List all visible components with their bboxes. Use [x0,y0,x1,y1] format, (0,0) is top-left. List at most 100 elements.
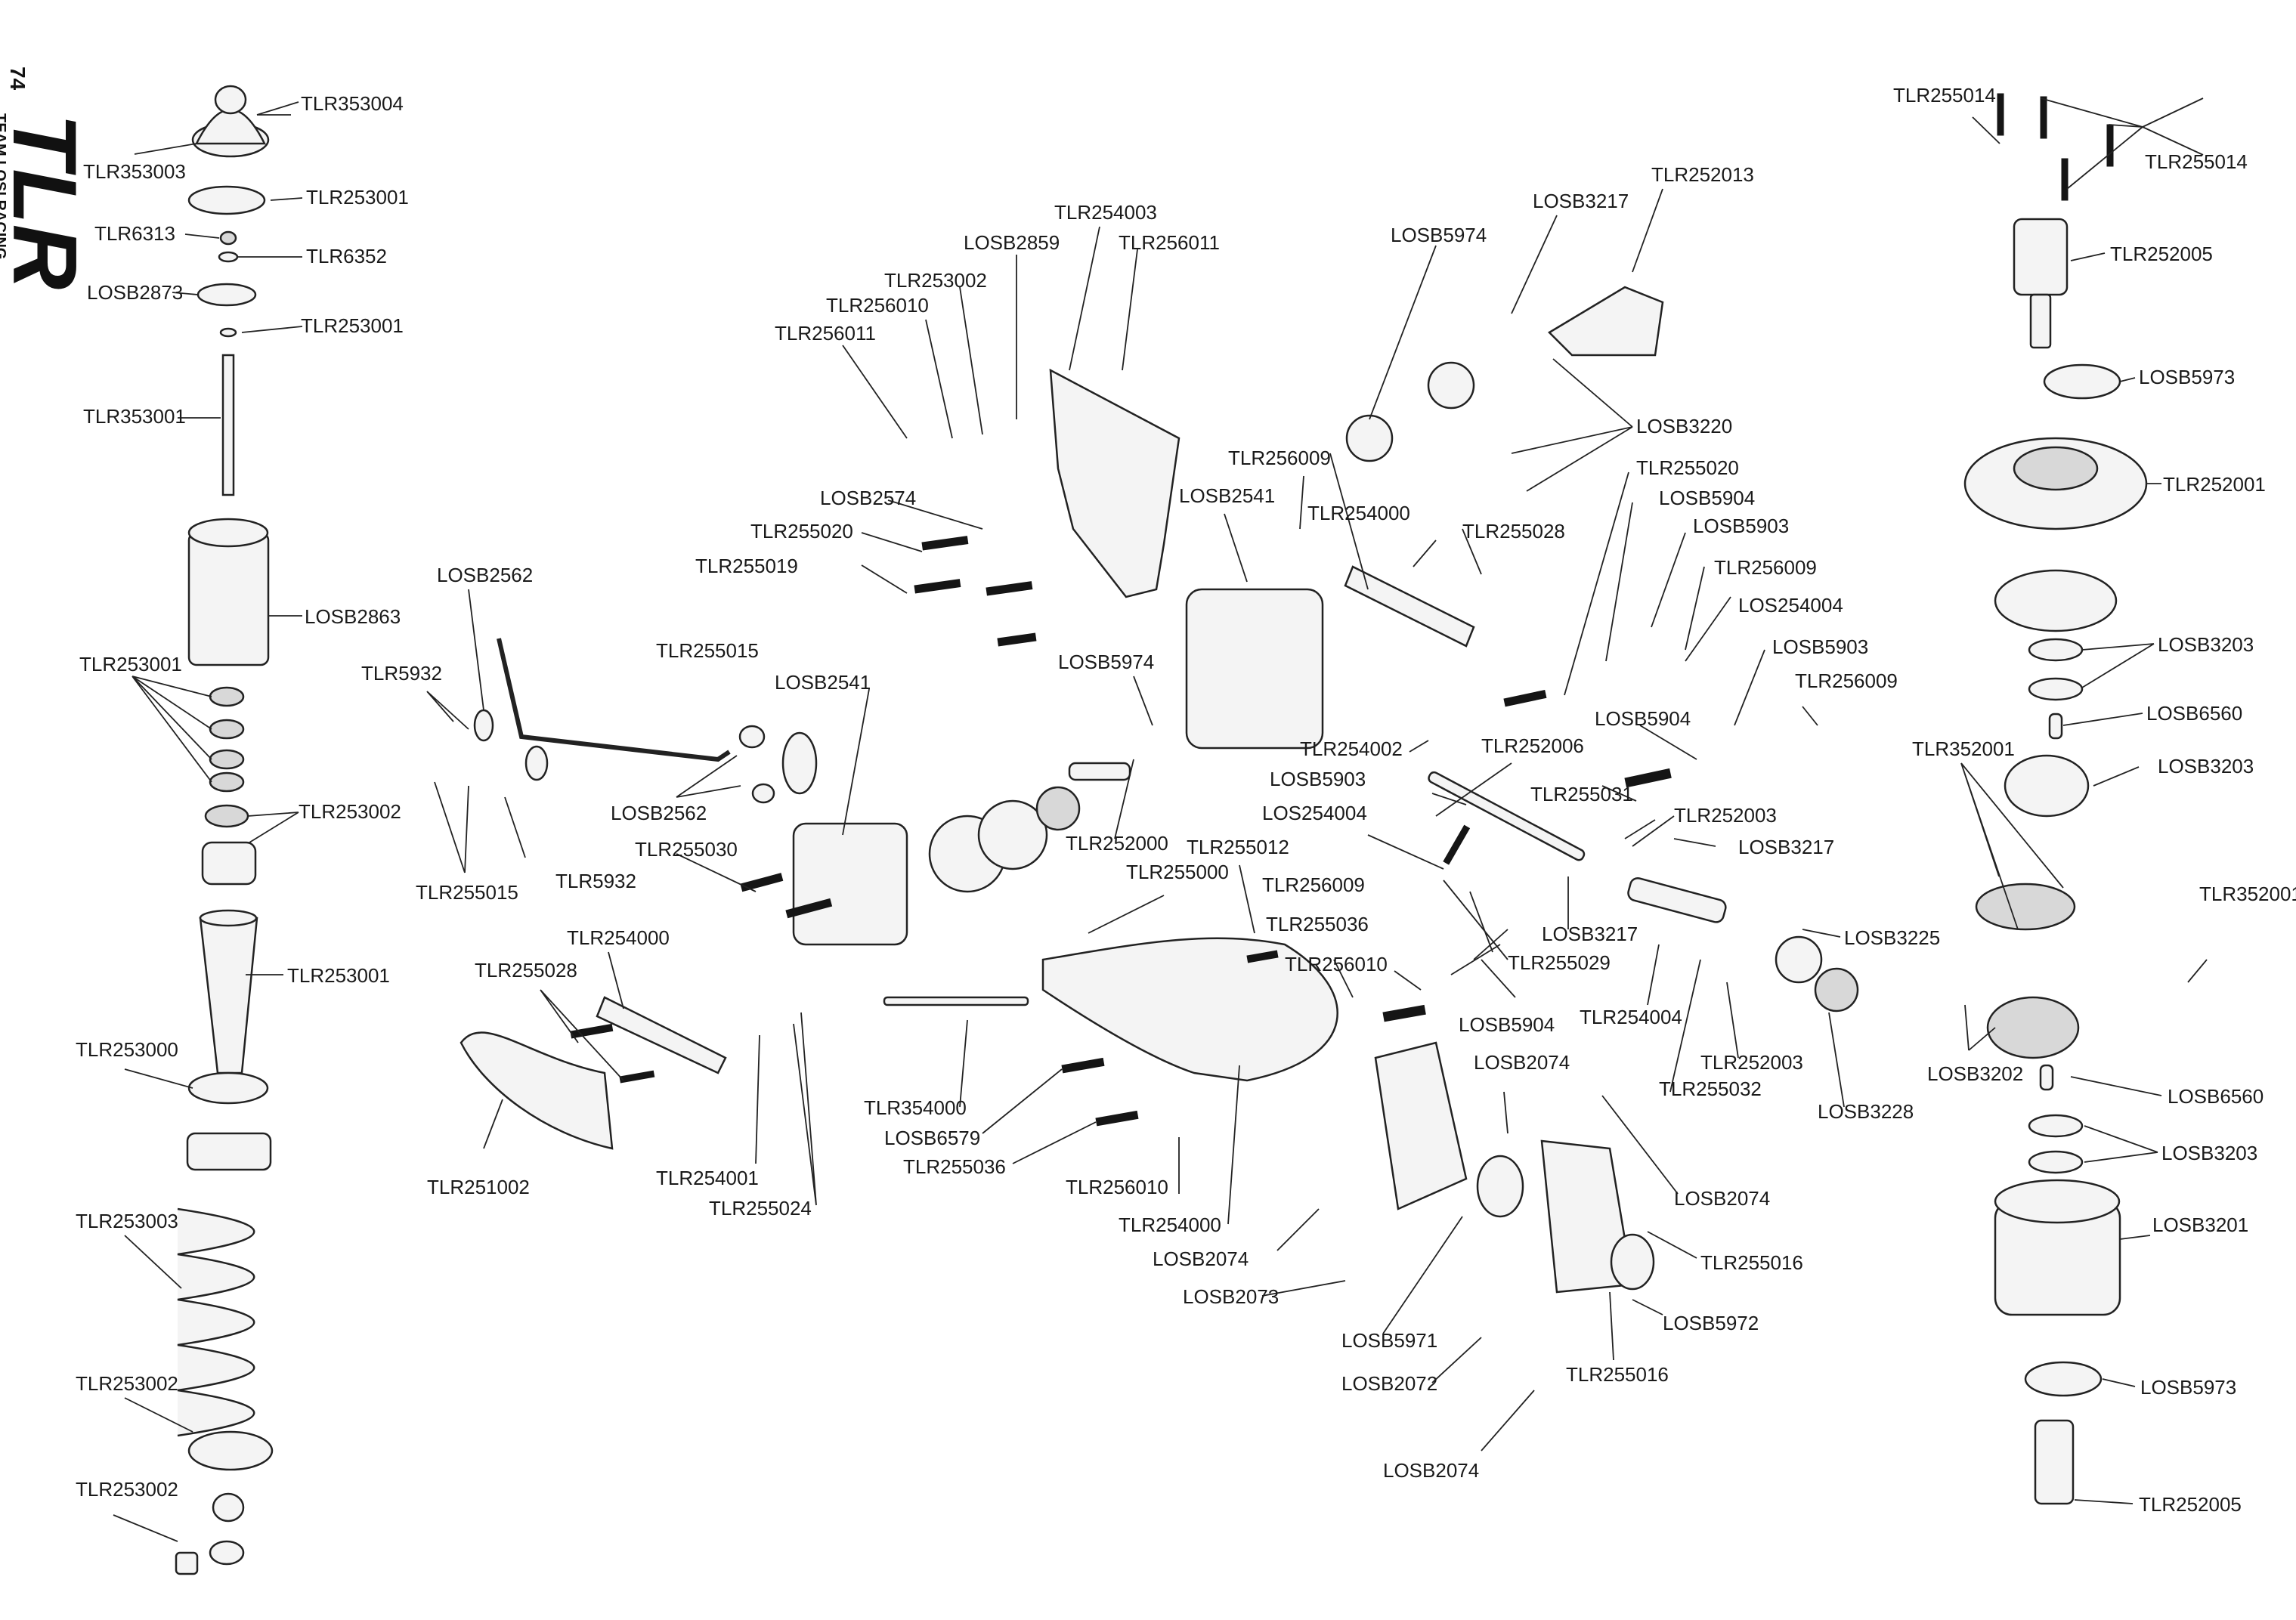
callout-label: TLR352001 [2199,883,2296,905]
callout-label: TLR256011 [1119,231,1220,254]
callout-label: TLR255016 [1566,1363,1669,1386]
callout-label: LOSB6579 [884,1127,980,1149]
sway-bar [473,638,818,804]
callout-label: LOSB2873 [87,281,183,304]
callout-label: LOSB2863 [305,605,401,628]
callout-label: TLR252006 [1481,734,1584,757]
callout-label: LOSB3202 [1927,1062,2023,1085]
callout-label: LOSB5974 [1391,224,1487,246]
camber-link [596,996,727,1074]
shock-washers [204,686,249,828]
callout-label: LOS254004 [1262,802,1367,824]
driveshaft [1547,286,1664,357]
callout-label: TLR253001 [79,653,182,676]
callout-label: LOSB3228 [1818,1100,1914,1123]
callout-label: TLR5932 [361,662,442,685]
callout-label: TLR6313 [94,222,175,245]
callout-label: LOSB5903 [1772,635,1868,658]
center-diff [1963,218,2148,1505]
callout-label: TLR253001 [301,314,404,337]
hinge-pin [883,996,1029,1006]
callout-label: TLR255031 [1530,783,1633,805]
callout-label: LOSB5974 [1058,651,1154,673]
callout-label: TLR256009 [1714,556,1817,579]
callout-label: TLR253001 [306,186,409,209]
front-bulkhead [1185,588,1324,750]
callout-label: TLR354000 [864,1096,967,1119]
callout-label: TLR255015 [656,639,759,662]
callout-label: LOSB5904 [1459,1013,1555,1036]
callout-label: TLR255014 [1893,84,1996,107]
callout-label: TLR253002 [299,800,401,823]
callout-label: TLR352001 [1912,737,2015,760]
callout-label: LOSB5904 [1659,487,1755,509]
callout-label: TLR256009 [1228,447,1331,469]
upper-link [1344,565,1475,648]
logo-wordmark: TLR [0,113,95,289]
callout-label: LOSB5973 [2139,366,2235,388]
callout-label: TLR255030 [635,838,738,861]
callout-label: TLR255012 [1187,836,1289,858]
callout-label: LOSB3203 [2158,755,2254,778]
callout-label: TLR254000 [1119,1213,1221,1236]
callout-labels: TLR353004 TLR353003 TLR253001 TLR6313 TL… [76,84,2296,1516]
callout-label: TLR254003 [1054,201,1157,224]
callout-label: TLR255016 [1700,1251,1803,1274]
callout-label: TLR353001 [83,405,186,428]
callout-label: TLR5932 [555,870,636,892]
callout-label: TLR253000 [76,1038,178,1061]
callout-label: TLR255015 [416,881,518,904]
callout-label: TLR252001 [2163,473,2266,496]
callout-label: LOSB2562 [611,802,707,824]
callout-label: LOSB2074 [1674,1187,1770,1210]
callout-label: LOSB3220 [1636,415,1732,437]
callout-label: LOS254004 [1738,594,1843,617]
shock-tower [1049,368,1180,598]
callout-label: LOSB3217 [1533,190,1629,212]
shock-assembly [175,85,274,1575]
callout-label: LOSB3203 [2158,633,2254,656]
callout-label: TLR256011 [775,322,876,345]
callout-label: LOSB3217 [1738,836,1834,858]
callout-label: TLR255020 [750,520,853,543]
callout-label: LOSB6560 [2146,702,2242,725]
callout-label: LOSB5973 [2140,1376,2236,1399]
callout-label: LOSB3225 [1844,926,1940,949]
callout-label: LOSB2074 [1474,1051,1570,1074]
callout-label: TLR255036 [1266,913,1369,935]
callout-label: LOSB2073 [1183,1285,1279,1308]
callout-label: TLR255032 [1659,1077,1762,1100]
callout-label: TLR254004 [1580,1006,1682,1028]
callout-label: TLR252005 [2139,1493,2242,1516]
callout-label: TLR255029 [1508,951,1611,974]
logo-tagline: TEAM LOSI RACING [0,113,8,259]
callout-label: TLR252013 [1651,163,1754,186]
callout-label: TLR256010 [826,294,929,317]
callout-label: TLR353004 [301,92,404,115]
callout-label: LOSB2074 [1153,1247,1249,1270]
callout-label: TLR254002 [1300,737,1403,760]
callout-label: LOSB5903 [1270,768,1366,790]
callout-label: LOSB3217 [1542,923,1638,945]
callout-label: TLR255019 [695,555,798,577]
callout-label: LOSB2541 [1179,484,1275,507]
tlr-logo: TLR TEAM LOSI RACING [0,113,95,289]
front-hub-left [1374,1041,1468,1210]
page-number: 74 [6,66,29,91]
callout-label: TLR254001 [656,1167,759,1189]
callout-label: LOSB5904 [1595,707,1691,730]
callout-label: TLR253002 [76,1372,178,1395]
callout-label: TLR6352 [306,245,387,267]
rear-gearbox [792,762,1131,946]
callout-label: LOSB5972 [1663,1312,1759,1334]
callout-leaders [113,97,2208,1542]
cvd-shaft [1627,876,1727,923]
callout-label: LOSB5903 [1693,515,1789,537]
callout-label: TLR252003 [1674,804,1777,827]
callout-label: TLR252000 [1066,832,1168,855]
callout-label: LOSB6560 [2168,1085,2264,1108]
callout-label: LOSB2074 [1383,1459,1479,1482]
callout-label: LOSB3201 [2152,1213,2248,1236]
callout-label: LOSB2072 [1341,1372,1437,1395]
